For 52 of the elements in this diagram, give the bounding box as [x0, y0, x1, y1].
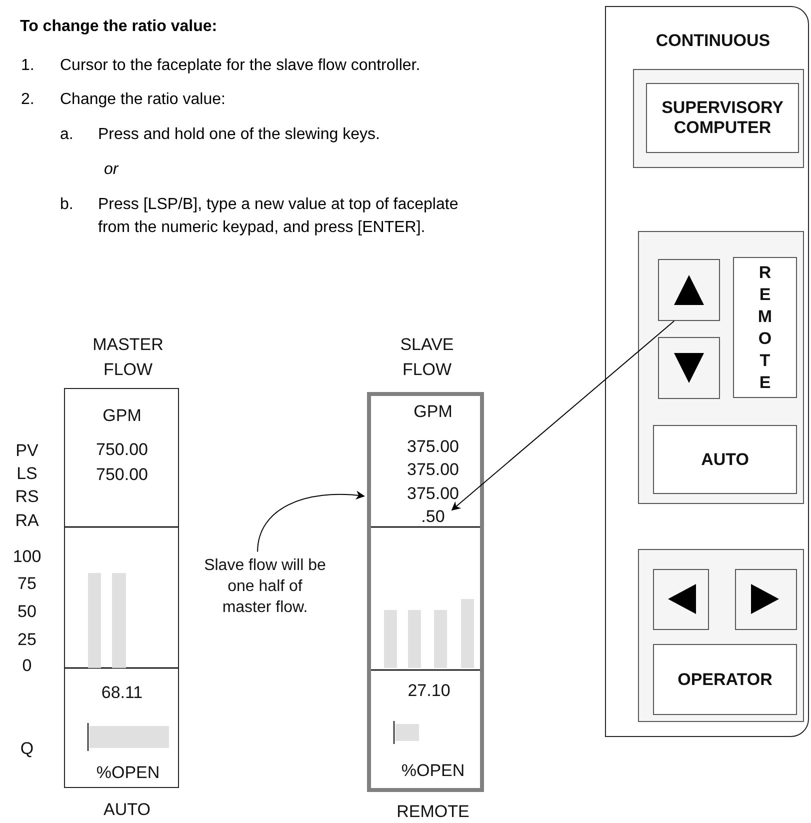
- faceplate-value: 27.10: [408, 681, 450, 701]
- scale-label: 50: [18, 602, 36, 622]
- arrow-key: [658, 337, 720, 399]
- instruction-text: Press and hold one of the slewing keys.: [98, 125, 380, 145]
- scale-label: 0: [22, 656, 32, 676]
- arrow-key: [653, 569, 709, 630]
- panel-title: CONTINUOUS: [656, 31, 770, 51]
- scale-label: 25: [18, 630, 36, 650]
- heading: To change the ratio value:: [20, 18, 218, 36]
- row-label: LS: [16, 464, 38, 484]
- instruction-text: Cursor to the faceplate for the slave flow controller.: [60, 56, 420, 76]
- key-group-panel: [638, 549, 804, 722]
- faceplate-value: GPM: [414, 402, 452, 422]
- ratio-value: .50: [414, 506, 452, 527]
- row-label: RA: [15, 511, 39, 531]
- faceplate-value: 375.00: [407, 484, 459, 504]
- step-number: 2.: [21, 90, 34, 110]
- annotation-text: Slave flow will be one half of master flow.: [203, 555, 327, 621]
- key: REMOTE: [733, 257, 797, 398]
- faceplate-value: %OPEN: [401, 761, 465, 781]
- key: SUPERVISORY COMPUTER: [646, 83, 799, 153]
- step-number: 1.: [21, 56, 34, 76]
- row-label: PV: [16, 441, 38, 461]
- key: AUTO: [653, 425, 797, 494]
- mode-label: REMOTE: [396, 802, 470, 822]
- arrow: [257, 490, 365, 552]
- faceplate-value: 750.00: [96, 440, 148, 460]
- faceplate-value: %OPEN: [96, 763, 160, 783]
- instruction-text: Change the ratio value:: [60, 90, 226, 110]
- key: OPERATOR: [653, 644, 797, 715]
- faceplate-value: 750.00: [96, 465, 148, 485]
- faceplate-value: 375.00: [407, 460, 459, 480]
- faceplate-heading: MASTER FLOW: [92, 334, 164, 381]
- faceplate-value: 375.00: [407, 437, 459, 457]
- keypad-panel: [605, 6, 809, 737]
- mode-label: AUTO: [104, 800, 150, 820]
- faceplate-value: 68.11: [101, 683, 143, 703]
- arrow-key: [658, 259, 720, 321]
- scale-label: 75: [18, 574, 36, 594]
- scale-label: 100: [12, 547, 42, 567]
- faceplate-value: GPM: [102, 406, 142, 426]
- row-label: Q: [20, 739, 34, 759]
- key-group-panel: [638, 231, 804, 504]
- row-label: RS: [15, 487, 39, 507]
- step-number: a.: [60, 125, 74, 145]
- arrow: [451, 320, 675, 511]
- key-group-panel: [633, 69, 804, 168]
- instruction-text: or: [104, 160, 118, 180]
- step-number: b.: [60, 195, 74, 215]
- arrow-key: [735, 569, 797, 630]
- instruction-text: Press [LSP/B], type a new value at top of faceplate from the numeric keypad, and press [ENTER].: [98, 195, 460, 238]
- faceplate-heading: SLAVE FLOW: [399, 334, 455, 381]
